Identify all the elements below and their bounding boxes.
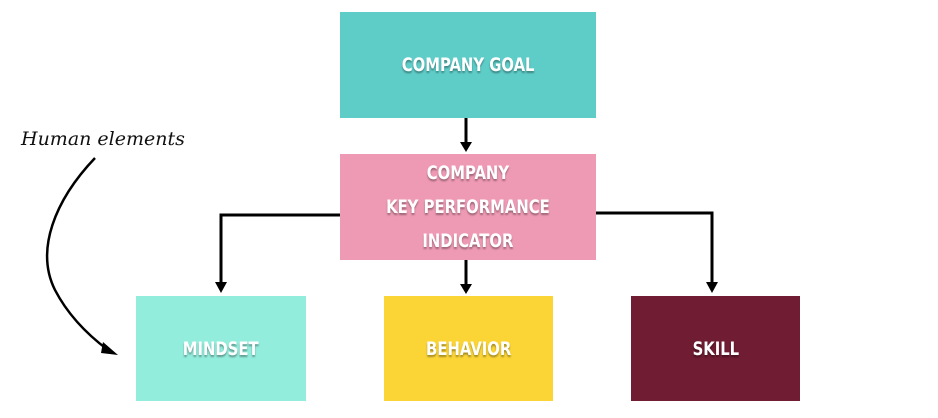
skill-node: SKILL (631, 296, 800, 401)
company-goal-node: COMPANY GOAL (340, 12, 596, 118)
human-elements-annotation: Human elements (21, 128, 185, 150)
company-kpi-label: COMPANY KEY PERFORMANCE INDICATOR (386, 162, 550, 252)
mindset-label: MINDSET (183, 337, 259, 360)
annotation-curve-arrow (46, 157, 109, 351)
arrow-kpi-to-mindset (219, 213, 340, 284)
skill-label: SKILL (692, 337, 739, 360)
behavior-label: BEHAVIOR (425, 337, 512, 360)
behavior-node: BEHAVIOR (384, 296, 553, 401)
arrow-kpi-to-skill (596, 211, 714, 284)
company-kpi-node: COMPANY KEY PERFORMANCE INDICATOR (340, 154, 596, 260)
mindset-node: MINDSET (136, 296, 306, 401)
company-goal-label: COMPANY GOAL (401, 54, 535, 76)
